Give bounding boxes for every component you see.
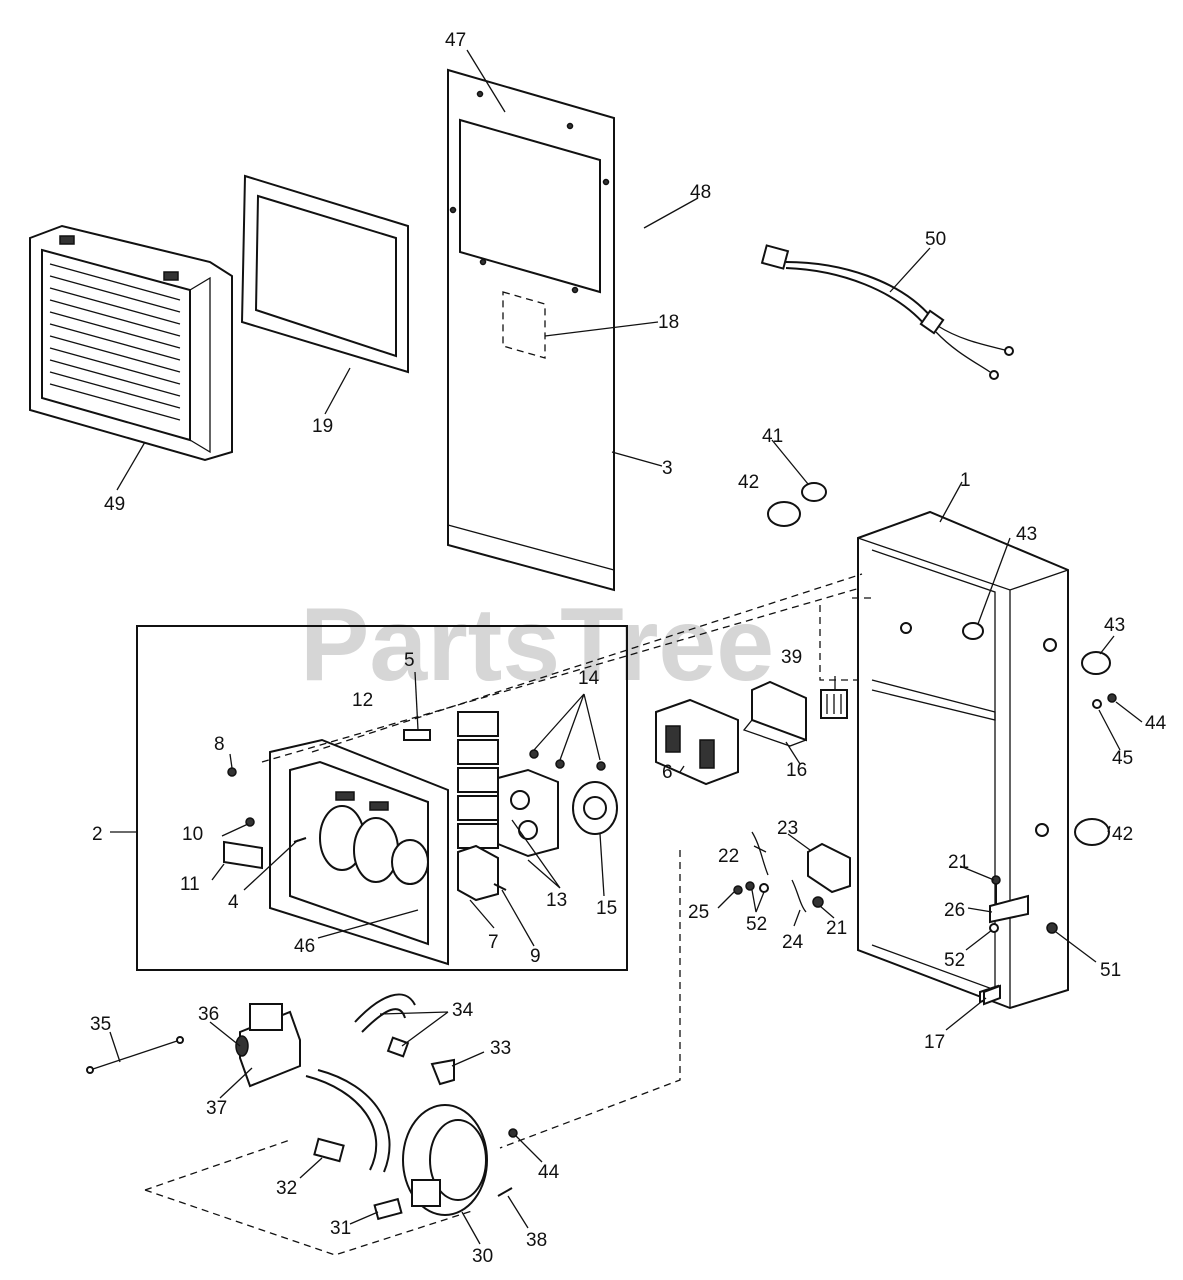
callout-49: 49	[104, 494, 125, 515]
callout-37: 37	[206, 1098, 227, 1119]
callout-15: 15	[596, 898, 617, 919]
part-33-elbow[interactable]	[430, 1058, 455, 1086]
part-12-fuse[interactable]	[403, 729, 431, 741]
part-11-rocker-switch[interactable]	[223, 840, 263, 870]
part-35-wire[interactable]	[86, 1036, 184, 1074]
callout-39: 39	[781, 647, 802, 668]
part-5-breakers[interactable]	[457, 711, 499, 849]
callout-21-b: 21	[948, 852, 969, 873]
part-14-nuts[interactable]	[529, 749, 606, 771]
callout-44-b: 44	[538, 1162, 560, 1183]
callout-4: 4	[228, 892, 239, 913]
part-44-plug[interactable]	[508, 1128, 518, 1138]
callout-2: 2	[92, 824, 103, 845]
part-45-washer[interactable]	[1092, 699, 1102, 709]
part-16-bracket[interactable]	[742, 680, 807, 747]
part-36-37-solenoid-valve[interactable]	[235, 1003, 301, 1088]
callout-9: 9	[530, 946, 541, 967]
part-43-plug-side[interactable]	[1081, 651, 1111, 675]
callout-12: 12	[352, 690, 373, 711]
part-41-bushing[interactable]	[801, 482, 827, 502]
part-2-control-panel-assembly[interactable]	[110, 625, 628, 971]
part-21-screw-b[interactable]	[991, 875, 1001, 906]
callout-1: 1	[960, 470, 971, 491]
callout-47: 47	[445, 30, 466, 51]
part-34-hose[interactable]	[354, 993, 416, 1058]
callout-41: 41	[762, 426, 783, 447]
part-24-wire[interactable]	[791, 879, 807, 913]
part-7-transformer[interactable]	[457, 844, 499, 902]
callout-51: 51	[1100, 960, 1121, 981]
callout-22: 22	[718, 846, 739, 867]
callout-46: 46	[294, 936, 315, 957]
part-30-regulator[interactable]	[402, 1104, 488, 1216]
callout-45: 45	[1112, 748, 1133, 769]
callout-52-b: 52	[944, 950, 965, 971]
part-9-screw[interactable]	[493, 883, 507, 891]
callout-31: 31	[330, 1218, 351, 1239]
callout-44: 44	[1145, 713, 1167, 734]
callout-24: 24	[782, 932, 804, 953]
callout-17: 17	[924, 1032, 945, 1053]
part-19-gasket[interactable]	[240, 174, 409, 374]
part-1-enclosure[interactable]	[819, 510, 1069, 1010]
callout-26: 26	[944, 900, 965, 921]
callout-13: 13	[546, 890, 567, 911]
part-25-nuts[interactable]	[733, 881, 755, 895]
callout-33: 33	[490, 1038, 511, 1059]
part-38-screw[interactable]	[497, 1187, 513, 1197]
callout-6: 6	[662, 762, 673, 783]
callout-30: 30	[472, 1246, 493, 1267]
part-22-wire[interactable]	[751, 831, 769, 876]
part-42-plug-top[interactable]	[767, 501, 801, 527]
part-3-front-panel[interactable]	[447, 68, 615, 592]
callout-19: 19	[312, 416, 333, 437]
callout-5: 5	[404, 650, 415, 671]
callout-11: 11	[180, 874, 200, 895]
part-44-nut[interactable]	[1107, 693, 1117, 703]
callout-48: 48	[690, 182, 711, 203]
callout-43: 43	[1016, 524, 1037, 545]
callout-8: 8	[214, 734, 225, 755]
part-50-wire-harness[interactable]	[760, 244, 1014, 380]
callout-3: 3	[662, 458, 673, 479]
part-15-twist-lock-receptacle[interactable]	[572, 781, 618, 835]
callout-16: 16	[786, 760, 807, 781]
leader-lines	[109, 49, 1143, 1245]
part-31-fitting[interactable]	[373, 1197, 403, 1221]
callout-35: 35	[90, 1014, 111, 1035]
callout-10: 10	[182, 824, 203, 845]
callout-50: 50	[925, 229, 946, 250]
callout-36: 36	[198, 1004, 219, 1025]
callout-25: 25	[688, 902, 709, 923]
callout-42-side: 42	[1112, 824, 1133, 845]
part-43-plug-inner[interactable]	[962, 622, 984, 640]
part-23-switch[interactable]	[807, 842, 851, 894]
part-42-plug-side[interactable]	[1074, 818, 1110, 846]
part-6-circuit-breaker[interactable]	[655, 698, 739, 786]
callout-23: 23	[777, 818, 798, 839]
callout-52: 52	[746, 914, 767, 935]
part-32-fuel-hose[interactable]	[305, 1069, 391, 1173]
part-39-terminal-block[interactable]	[820, 689, 848, 719]
part-26-clip[interactable]	[989, 894, 1029, 924]
part-49-vent-cover[interactable]	[29, 224, 233, 462]
part-21-screw-a[interactable]	[812, 896, 824, 908]
callout-42: 42	[738, 472, 759, 493]
callout-43-side: 43	[1104, 615, 1125, 636]
part-8-screw[interactable]	[227, 767, 237, 777]
part-51-screw[interactable]	[1046, 922, 1058, 934]
callout-32: 32	[276, 1178, 297, 1199]
callout-14: 14	[578, 668, 600, 689]
callout-21: 21	[826, 918, 847, 939]
watermark: PartsTree	[300, 587, 774, 703]
callout-7: 7	[488, 932, 499, 953]
part-52-washer[interactable]	[759, 883, 769, 893]
callout-38: 38	[526, 1230, 547, 1251]
callout-34: 34	[452, 1000, 474, 1021]
callout-18: 18	[658, 312, 679, 333]
